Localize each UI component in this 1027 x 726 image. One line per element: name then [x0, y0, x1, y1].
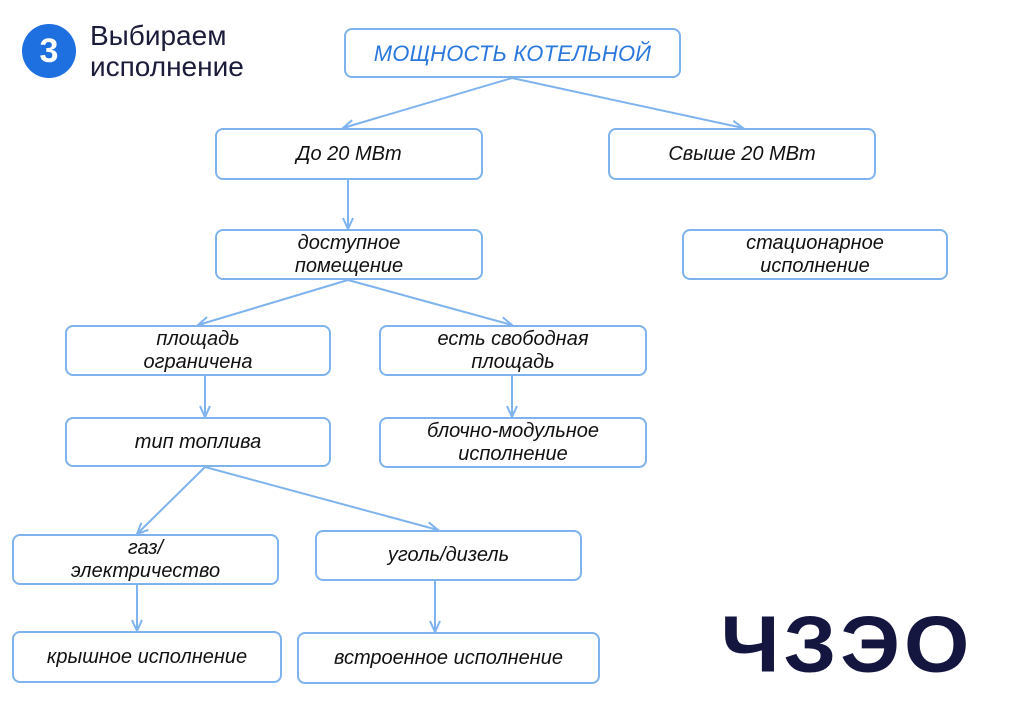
connector-root-over20: [511, 77, 743, 128]
step-title: Выбираем исполнение: [90, 20, 244, 82]
node-area-limited: площадь ограничена: [65, 325, 331, 376]
node-up-to-20mw: До 20 МВт: [215, 128, 483, 180]
node-free-area: есть свободная площадь: [379, 325, 647, 376]
connector-fuel-coal: [204, 466, 438, 530]
connector-root-upto20: [343, 77, 513, 128]
step-number-badge: 3: [22, 24, 76, 78]
node-gas-electricity: газ/ электричество: [12, 534, 279, 585]
node-over-20mw: Свыше 20 МВт: [608, 128, 876, 180]
node-stationary: стационарное исполнение: [682, 229, 948, 280]
company-logo: ЧЗЭО: [720, 598, 974, 689]
connector-fuel-gas: [137, 466, 206, 534]
connector-room-limited: [198, 279, 349, 325]
node-roof-version: крышное исполнение: [12, 631, 282, 683]
node-coal-diesel: уголь/дизель: [315, 530, 582, 581]
node-boiler-capacity: МОЩНОСТЬ КОТЕЛЬНОЙ: [344, 28, 681, 78]
connector-room-free: [347, 279, 512, 325]
node-block-modular: блочно-модульное исполнение: [379, 417, 647, 468]
node-built-in-version: встроенное исполнение: [297, 632, 600, 684]
node-available-room: доступное помещение: [215, 229, 483, 280]
node-fuel-type: тип топлива: [65, 417, 331, 467]
